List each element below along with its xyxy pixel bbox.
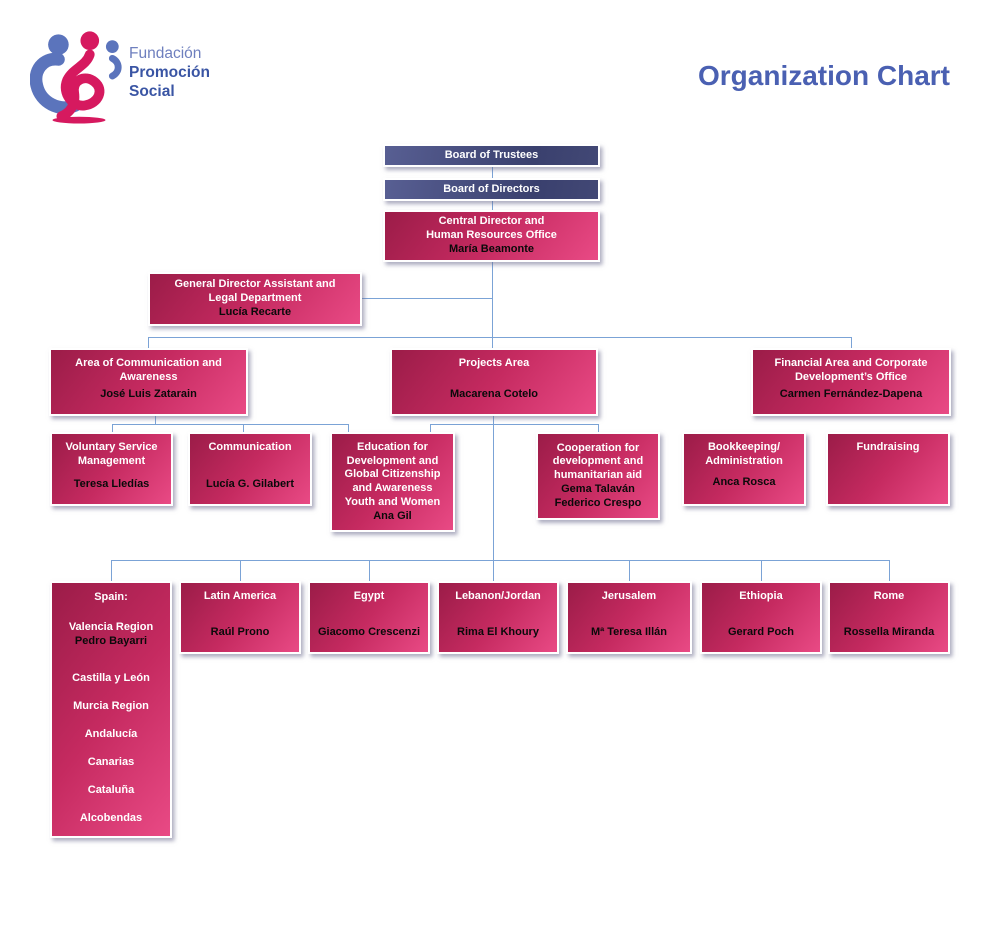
node-projects-area: Projects Area Macarena Cotelo [390, 348, 598, 416]
connector-drop-spain [111, 560, 112, 581]
node-board-of-trustees: Board of Trustees [383, 144, 600, 167]
connector-central-down [492, 262, 493, 348]
node-person: María Beamonte [449, 242, 534, 255]
connector-drop-communication [243, 424, 244, 432]
node-person: Rima El Khoury [457, 626, 539, 639]
node-cooperation-humanitarian: Cooperation for development and humanita… [536, 432, 660, 520]
node-lebanon-jordan: Lebanon/Jordan Rima El Khoury [437, 581, 559, 654]
node-egypt: Egypt Giacomo Crescenzi [308, 581, 430, 654]
node-title: Voluntary Service Management [65, 441, 158, 467]
region-list: Castilla y León Murcia Region Andalucía … [72, 672, 150, 825]
node-person: Anca Rosca [712, 476, 776, 489]
node-title: Area of Communication and Awareness [75, 357, 222, 383]
node-bookkeeping-administration: Bookkeeping/ Administration Anca Rosca [682, 432, 806, 506]
node-person: Teresa Lledías [73, 478, 150, 491]
node-title: Ethiopia [739, 590, 783, 602]
node-communication-area: Area of Communication and Awareness José… [49, 348, 248, 416]
node-person: Mª Teresa Illán [590, 626, 667, 639]
node-person: Carmen Fernández-Dapena [779, 388, 923, 401]
node-person: Rossella Miranda [843, 626, 935, 639]
connector-countries-branch [111, 560, 889, 561]
node-title: Bookkeeping/ Administration [705, 441, 783, 467]
region-label: Valencia Region [68, 620, 154, 633]
connector-projects-long-down [493, 416, 494, 581]
node-financial-area: Financial Area and Corporate Development… [751, 348, 951, 416]
node-fundraising: Fundraising [826, 432, 950, 506]
node-title: Projects Area [458, 357, 530, 369]
logo-line-promocion: Promoción [129, 64, 210, 81]
connector-trustees-directors [492, 167, 493, 178]
node-general-director-assistant: General Director Assistant and Legal Dep… [148, 272, 362, 326]
page-title: Organization Chart [697, 60, 950, 91]
node-title: Education for Development and Global Cit… [344, 440, 441, 508]
node-title: Rome [873, 590, 905, 602]
node-communication: Communication Lucía G. Gilabert [188, 432, 312, 506]
node-title: Spain: [94, 591, 128, 603]
connector-drop-rome [889, 560, 890, 581]
node-spain: Spain: Valencia Region Pedro Bayarri Cas… [50, 581, 172, 838]
connector-drop-jerusalem [629, 560, 630, 581]
node-title: General Director Assistant and Legal Dep… [174, 278, 336, 305]
node-person: Macarena Cotelo [449, 388, 539, 401]
connector-drop-financial [851, 337, 852, 348]
connector-projects-branch [430, 424, 598, 425]
node-title: Board of Trustees [444, 148, 539, 161]
node-person: Raúl Prono [210, 626, 270, 639]
node-person: Gerard Poch [727, 626, 795, 639]
connector-drop-education-right [430, 424, 431, 432]
node-title: Lebanon/Jordan [455, 590, 541, 602]
node-person: Lucía Recarte [218, 305, 292, 318]
foundation-logo-wordmark: Fundación Promoción Social [129, 44, 210, 101]
connector-drop-comm-area [148, 337, 149, 348]
node-board-of-directors: Board of Directors [383, 178, 600, 201]
foundation-logo-icon [30, 31, 122, 124]
node-title: Egypt [353, 590, 385, 602]
connector-drop-egypt [369, 560, 370, 581]
node-title: Board of Directors [443, 182, 540, 195]
connector-directors-central [492, 201, 493, 210]
node-education-development: Education for Development and Global Cit… [330, 432, 455, 532]
connector-level2-branch [148, 337, 851, 338]
connector-drop-education-left [348, 424, 349, 432]
connector-gda-stub [362, 298, 492, 299]
node-person: Pedro Bayarri [74, 634, 148, 647]
node-title: Communication [208, 441, 292, 453]
node-person: José Luis Zatarain [100, 388, 197, 401]
connector-drop-ethiopia [761, 560, 762, 581]
node-jerusalem: Jerusalem Mª Teresa Illán [566, 581, 692, 654]
node-title: Central Director and Human Resources Off… [426, 215, 557, 242]
connector-drop-latin-america [240, 560, 241, 581]
node-title: Financial Area and Corporate Development… [774, 357, 928, 383]
node-person: Giacomo Crescenzi [317, 626, 421, 639]
connector-drop-cooperation [598, 424, 599, 432]
connector-commarea-down [155, 416, 156, 424]
node-central-director: Central Director and Human Resources Off… [383, 210, 600, 262]
node-voluntary-service: Voluntary Service Management Teresa Lled… [50, 432, 173, 506]
node-title: Cooperation for development and humanita… [552, 441, 644, 482]
node-latin-america: Latin America Raúl Prono [179, 581, 301, 654]
node-ethiopia: Ethiopia Gerard Poch [700, 581, 822, 654]
node-person: Lucía G. Gilabert [205, 478, 295, 491]
node-title: Fundraising [856, 441, 920, 453]
logo-line-fundacion: Fundación [129, 45, 202, 62]
logo-line-social: Social [129, 83, 175, 100]
node-title: Jerusalem [601, 590, 657, 602]
node-person: Gema Talaván Federico Crespo [554, 482, 642, 509]
connector-drop-voluntary [112, 424, 113, 432]
node-person: Ana Gil [373, 509, 412, 522]
node-title: Latin America [203, 590, 277, 602]
node-rome: Rome Rossella Miranda [828, 581, 950, 654]
connector-commarea-branch [112, 424, 348, 425]
